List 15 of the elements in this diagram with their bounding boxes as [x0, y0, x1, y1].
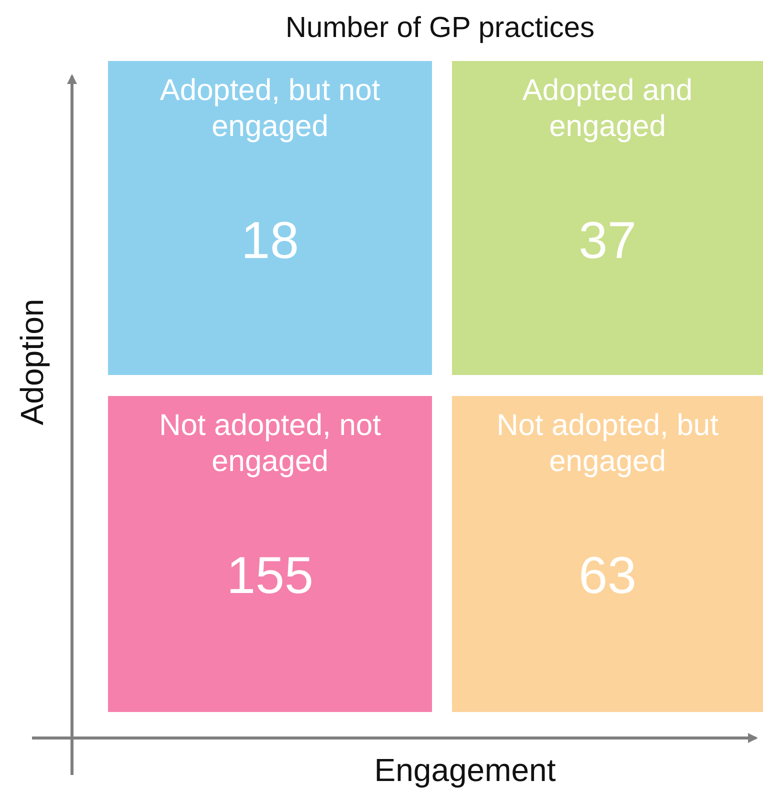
count-value: 63 — [578, 546, 638, 606]
quadrant-heading: Adopted, but not engaged — [158, 73, 382, 145]
count-value: 18 — [240, 211, 300, 271]
quadrant-box — [108, 61, 432, 375]
quadrant-box — [452, 61, 763, 375]
chart-title: Number of GP practices — [286, 12, 594, 45]
quadrant-box — [452, 396, 763, 712]
count-value: 37 — [578, 211, 638, 271]
quadrant-box — [108, 396, 432, 712]
quadrant-heading: Not adopted, but engaged — [496, 408, 720, 480]
quadrant-heading: Not adopted, not engaged — [158, 408, 382, 480]
count-value: 155 — [226, 546, 314, 606]
x-axis-label: Engagement — [374, 752, 556, 788]
y-axis-label: Adoption — [14, 298, 50, 426]
quadrant-heading: Adopted and engaged — [521, 73, 694, 145]
